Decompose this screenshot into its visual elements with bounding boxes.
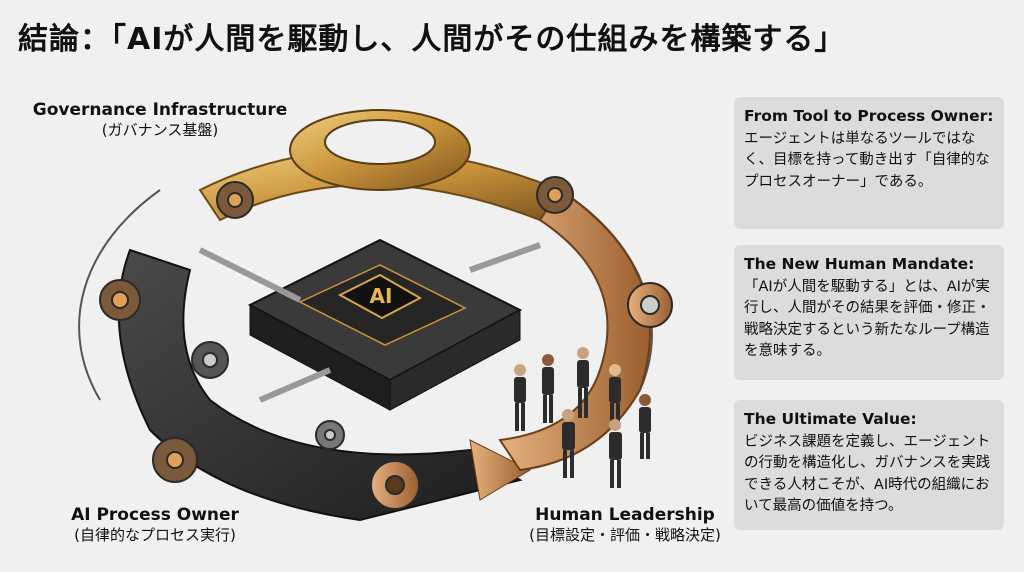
- ai-chip-platform: AI: [247, 238, 523, 411]
- card-ultimate-value: The Ultimate Value: ビジネス課題を定義し、エージェントの行動…: [734, 400, 1004, 530]
- page-title: 結論：「AIが人間を駆動し、人間がその仕組みを構築する」: [18, 22, 846, 57]
- governance-label-jp: (ガバナンス基盤): [101, 121, 219, 140]
- human-label-en: Human Leadership: [535, 505, 715, 525]
- governance-label: Governance Infrastructure (ガバナンス基盤): [30, 100, 290, 140]
- ai-owner-label-jp: (自律的なプロセス実行): [74, 526, 236, 545]
- chip-label: AI: [370, 284, 393, 308]
- governance-label-en: Governance Infrastructure: [32, 100, 288, 120]
- card-body: エージェントは単なるツールではなく、目標を持って動き出す「自律的なプロセスオーナ…: [744, 131, 990, 190]
- card-head: The Ultimate Value:: [744, 410, 917, 428]
- loop-diagram: AI: [78, 109, 673, 522]
- ai-process-band: [117, 248, 523, 522]
- outer-arrow-left: [78, 189, 161, 401]
- card-tool-to-process-owner: From Tool to Process Owner: エージェントは単なるツー…: [734, 97, 1004, 229]
- leadership-people-group: [514, 347, 651, 488]
- card-body: 「AIが人間を駆動する」とは、AIが実行し、人間がその結果を評価・修正・戦略決定…: [744, 279, 991, 359]
- card-head: The New Human Mandate:: [744, 255, 975, 273]
- ai-owner-label-en: AI Process Owner: [71, 505, 239, 525]
- card-body: ビジネス課題を定義し、エージェントの行動を構造化し、ガバナンスを実践できる人材こ…: [744, 434, 991, 514]
- gear-icon: [99, 176, 673, 510]
- ai-owner-label: AI Process Owner (自律的なプロセス実行): [40, 505, 270, 545]
- human-label: Human Leadership (目標設定・評価・戦略決定): [505, 505, 745, 545]
- card-head: From Tool to Process Owner:: [744, 107, 994, 125]
- human-label-jp: (目標設定・評価・戦略決定): [529, 526, 721, 545]
- band-arrowhead: [469, 439, 532, 501]
- card-new-human-mandate: The New Human Mandate: 「AIが人間を駆動する」とは、AI…: [734, 245, 1004, 380]
- governance-ring: [289, 109, 471, 191]
